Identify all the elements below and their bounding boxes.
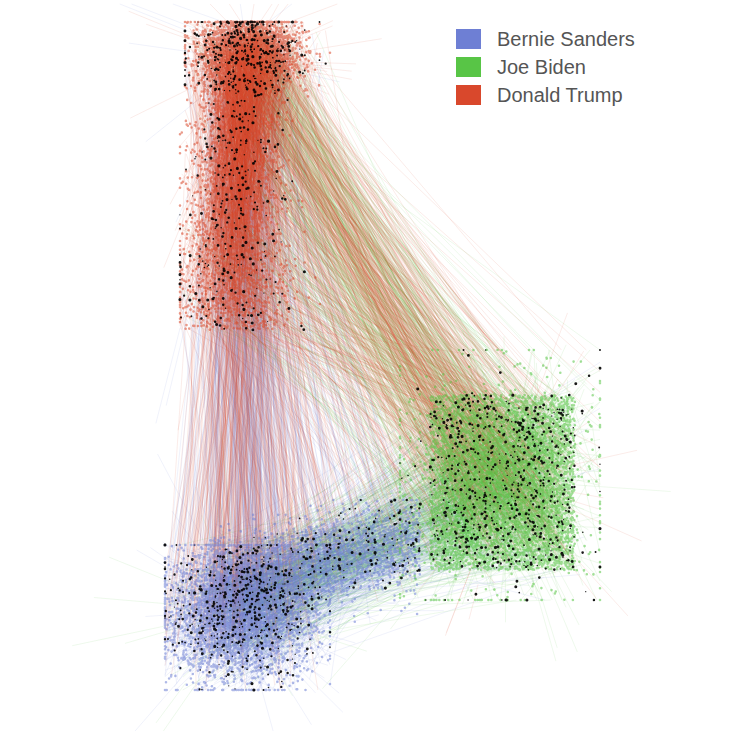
legend-label: Bernie Sanders [497, 28, 635, 51]
node-dots [163, 20, 601, 691]
node-dots [164, 499, 422, 692]
edge-layer [72, 4, 671, 731]
legend-label: Joe Biden [497, 56, 586, 79]
legend-row: Joe Biden [456, 53, 635, 81]
legend-swatch [456, 57, 481, 77]
node-layer [163, 20, 601, 691]
legend-swatch [456, 29, 481, 49]
legend: Bernie SandersJoe BidenDonald Trump [452, 22, 643, 112]
legend-label: Donald Trump [497, 84, 623, 107]
legend-swatch [456, 85, 481, 105]
legend-row: Donald Trump [456, 81, 635, 109]
legend-row: Bernie Sanders [456, 25, 635, 53]
